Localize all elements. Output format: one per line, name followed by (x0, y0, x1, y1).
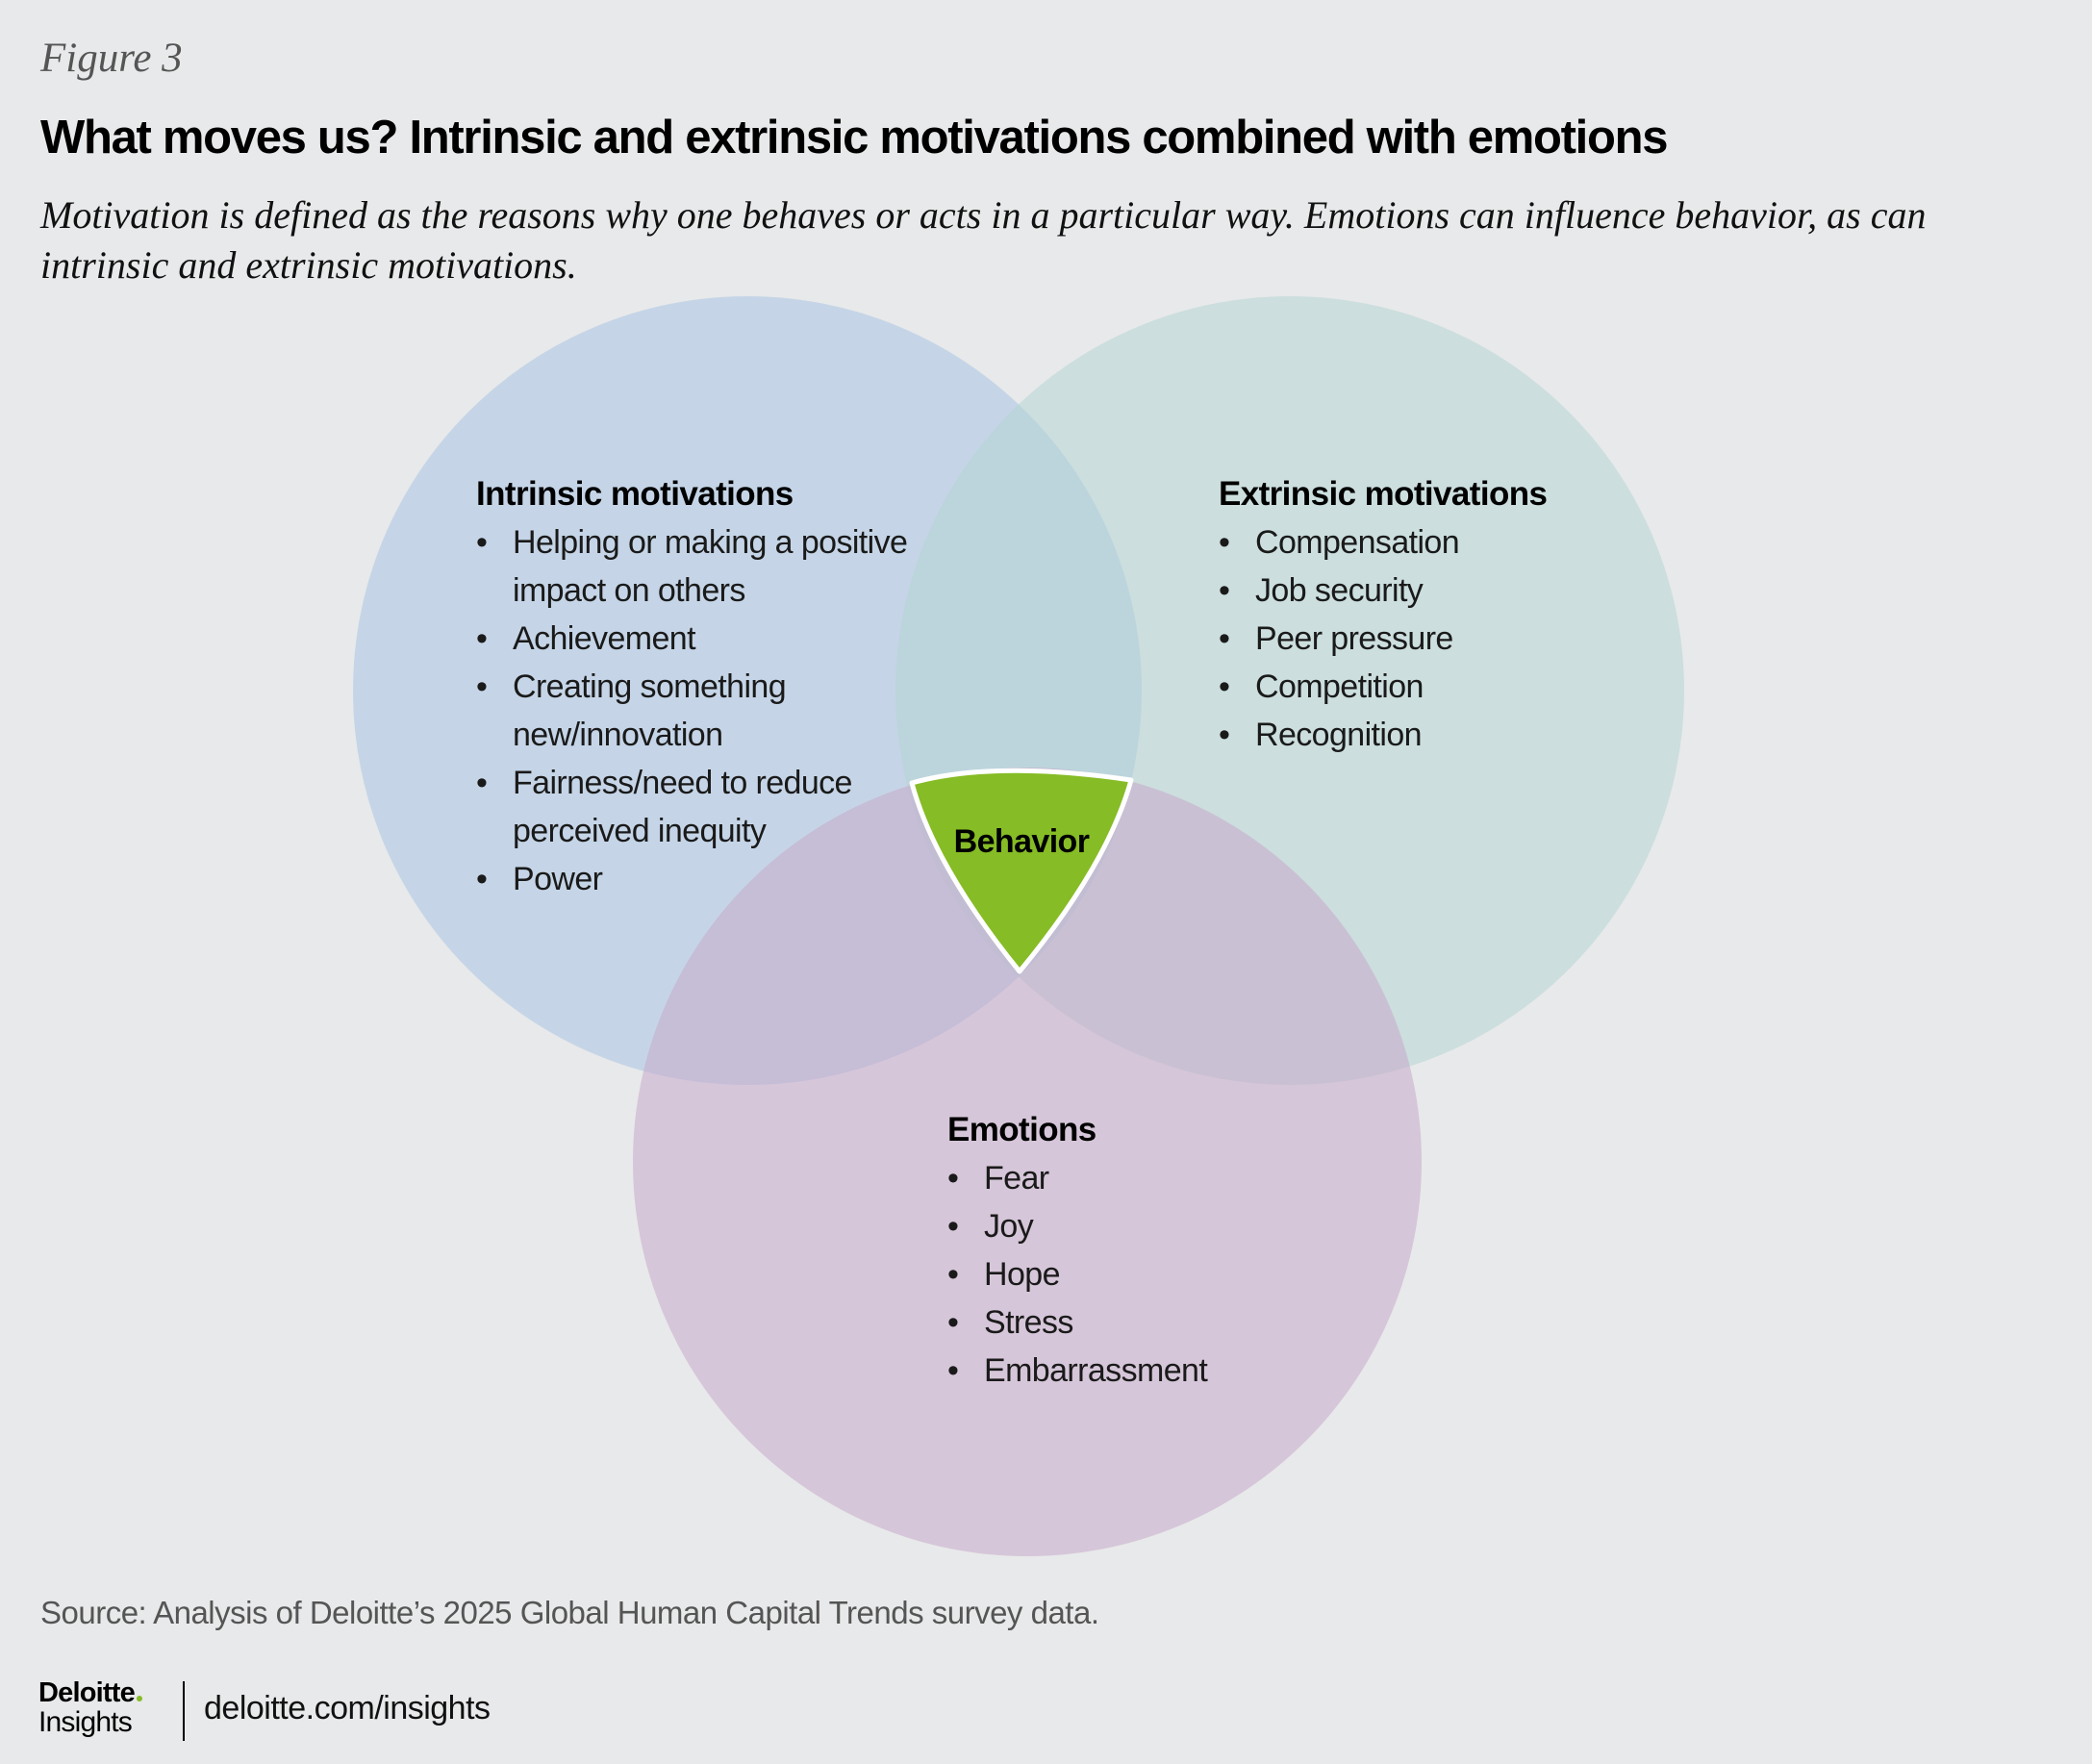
list-item: Peer pressure (1219, 615, 1623, 663)
list-item: Fairness/need to reduce perceived inequi… (476, 759, 928, 855)
behavior-region (909, 768, 1134, 974)
list-item: Creating something new/innovation (476, 663, 928, 759)
list-item: Power (476, 855, 928, 903)
source-note: Source: Analysis of Deloitte’s 2025 Glob… (40, 1595, 1099, 1630)
list-item: Recognition (1219, 711, 1623, 759)
logo-divider (183, 1681, 185, 1741)
behavior-label: Behavior (954, 823, 1090, 860)
list-item: Competition (1219, 663, 1623, 711)
list-item: Compensation (1219, 518, 1623, 567)
intrinsic-group: Intrinsic motivations Helping or making … (476, 470, 928, 903)
emotions-group: Emotions Fear Joy Hope Stress Embarrassm… (947, 1106, 1332, 1395)
logo-name: Deloitte (38, 1677, 136, 1708)
list-item: Helping or making a positive impact on o… (476, 518, 928, 615)
extrinsic-title: Extrinsic motivations (1219, 475, 1548, 513)
intrinsic-title: Intrinsic motivations (476, 475, 794, 513)
deloitte-insights-logo: Deloitte Insights (38, 1678, 183, 1738)
figure-label: Figure 3 (40, 36, 183, 81)
subtitle: Motivation is defined as the reasons why… (40, 193, 1927, 287)
emotions-list: Fear Joy Hope Stress Embarrassment (947, 1154, 1332, 1395)
insights-link[interactable]: deloitte.com/insights (204, 1690, 491, 1726)
list-item: Achievement (476, 615, 928, 663)
extrinsic-list: Compensation Job security Peer pressure … (1219, 518, 1623, 759)
emotions-title: Emotions (947, 1111, 1096, 1148)
list-item: Hope (947, 1250, 1332, 1298)
list-item: Stress (947, 1298, 1332, 1347)
logo-dot-icon (136, 1696, 142, 1701)
extrinsic-group: Extrinsic motivations Compensation Job s… (1219, 470, 1623, 759)
list-item: Embarrassment (947, 1347, 1332, 1395)
list-item: Job security (1219, 567, 1623, 615)
list-item: Joy (947, 1202, 1332, 1250)
logo-sub: Insights (38, 1706, 133, 1738)
page-title: What moves us? Intrinsic and extrinsic m… (40, 112, 1668, 164)
intrinsic-list: Helping or making a positive impact on o… (476, 518, 928, 903)
list-item: Fear (947, 1154, 1332, 1202)
